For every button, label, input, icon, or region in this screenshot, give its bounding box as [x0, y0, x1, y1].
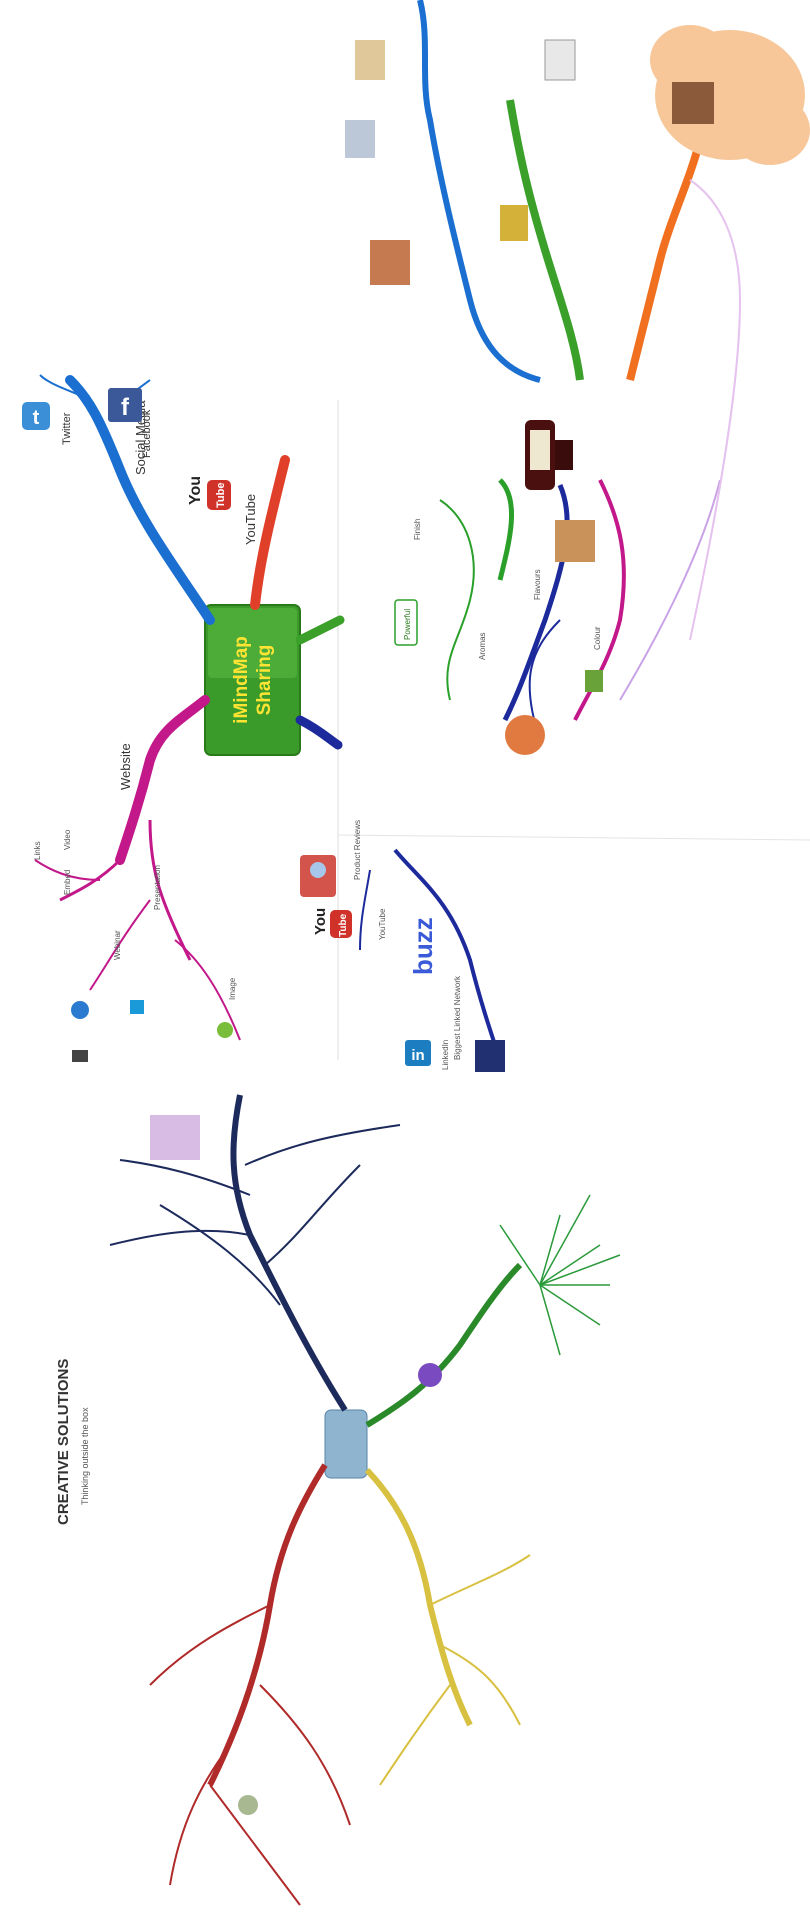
panel-divider-bottom	[338, 835, 810, 840]
svg-text:t: t	[33, 407, 40, 429]
buzz-logo[interactable]: buzz	[408, 917, 438, 975]
travel-cloud	[650, 25, 810, 165]
creative-branch-red	[210, 1465, 325, 1785]
website-sub-5: Webinar	[113, 930, 122, 960]
wine-node-powerful: Powerful	[395, 600, 417, 645]
svg-text:f: f	[121, 394, 130, 421]
creative-purple-icon	[418, 1363, 442, 1387]
travel-branch-orange	[630, 140, 700, 380]
wine-label-4: Colour	[593, 626, 602, 650]
linkedin-screenshot	[475, 1040, 505, 1072]
linkedin-icon[interactable]: in	[405, 1040, 431, 1066]
product-review-image	[300, 855, 336, 897]
wine-face-image	[505, 715, 545, 755]
sub-branch-video	[360, 870, 370, 950]
website-sub-6: Image	[228, 977, 237, 1000]
svg-text:in: in	[411, 1047, 424, 1064]
linkedin-label: LinkedIn	[441, 1040, 450, 1070]
branch-youtube	[255, 460, 285, 605]
creative-branch-green	[367, 1265, 520, 1425]
wine-label-3: Aromas	[478, 632, 487, 660]
branch-green-stub	[300, 620, 340, 640]
creative-title: CREATIVE SOLUTIONS	[55, 1359, 72, 1525]
wine-label-1: Finish	[413, 519, 422, 540]
svg-text:Tube: Tube	[215, 483, 227, 508]
youtube-label: YouTube	[243, 494, 258, 545]
svg-text:You: You	[187, 476, 204, 505]
facebook-icon[interactable]: f	[108, 388, 142, 422]
creative-green-burst	[500, 1195, 620, 1355]
youtube-lower-label: YouTube	[378, 908, 387, 940]
creative-branch-navy	[233, 1095, 345, 1410]
creative-navy-sub5	[120, 1160, 250, 1195]
website-sub-3: Embed	[63, 870, 72, 895]
travel-branch-blue	[420, 0, 540, 380]
central-title: iMindMap	[231, 636, 252, 724]
travel-photo-4	[345, 120, 375, 158]
central-node[interactable]: iMindMap Sharing	[205, 605, 300, 755]
wine-bottle-image	[525, 420, 573, 490]
travel-photo-2	[500, 205, 528, 241]
creative-red-image	[238, 1795, 258, 1815]
creative-yellow-sub3	[380, 1685, 450, 1785]
wine-branch-green-thin	[440, 500, 474, 700]
facebook-label: Facebook	[141, 409, 153, 458]
creative-yellow-sub1	[430, 1555, 530, 1605]
svg-text:Powerful: Powerful	[403, 609, 412, 640]
wine-branch-green	[500, 480, 512, 580]
wine-branch-lilac	[620, 480, 720, 700]
twitter-icon[interactable]: t	[22, 402, 50, 430]
wine-label-2: Flavours	[533, 569, 542, 600]
sharing-mindmap-canvas: iMindMap Sharing Social Media t Twitter …	[0, 0, 810, 1075]
travel-branch-lilac	[690, 180, 740, 640]
youtube-logo-lower[interactable]: You Tube	[312, 908, 352, 938]
creative-subtitle: Thinking outside the box	[80, 1407, 90, 1505]
branch-navy-stub	[300, 720, 338, 745]
svg-text:You: You	[312, 908, 329, 935]
creative-navy-sub4	[245, 1125, 400, 1165]
creative-top-image	[150, 1115, 200, 1160]
travel-photo-3	[545, 40, 575, 80]
travel-photo-5	[355, 40, 385, 80]
product-reviews-label: Product Reviews	[353, 820, 362, 880]
share-icon-cluster	[71, 1000, 233, 1062]
creative-navy-sub2	[265, 1165, 360, 1265]
creative-navy-sub3	[110, 1231, 250, 1245]
wine-food-image	[555, 520, 595, 562]
central-subtitle: Sharing	[254, 645, 275, 716]
website-sub-2: Video	[63, 829, 72, 850]
travel-photo-1	[370, 240, 410, 285]
creative-branch-yellow	[367, 1470, 470, 1725]
mindmap-panel-top: iMindMap Sharing Social Media t Twitter …	[0, 0, 810, 1075]
mindmap-panel-bottom: CREATIVE SOLUTIONS Thinking outside the …	[0, 1085, 810, 1917]
creative-central-node[interactable]	[325, 1410, 367, 1478]
creative-red-sub2	[260, 1685, 350, 1825]
twitter-label: Twitter	[61, 412, 73, 445]
website-sub-1: Links	[33, 841, 42, 860]
youtube-logo[interactable]: You Tube	[187, 476, 231, 510]
website-label: Website	[118, 743, 133, 790]
svg-text:Tube: Tube	[338, 913, 349, 937]
buzz-label: Biggest Linked Network	[453, 975, 462, 1060]
svg-text:buzz: buzz	[408, 917, 438, 975]
website-sub-4: Presentation	[153, 865, 162, 910]
creative-solutions-canvas: CREATIVE SOLUTIONS Thinking outside the …	[0, 1085, 810, 1917]
wine-glass-image	[585, 670, 603, 692]
